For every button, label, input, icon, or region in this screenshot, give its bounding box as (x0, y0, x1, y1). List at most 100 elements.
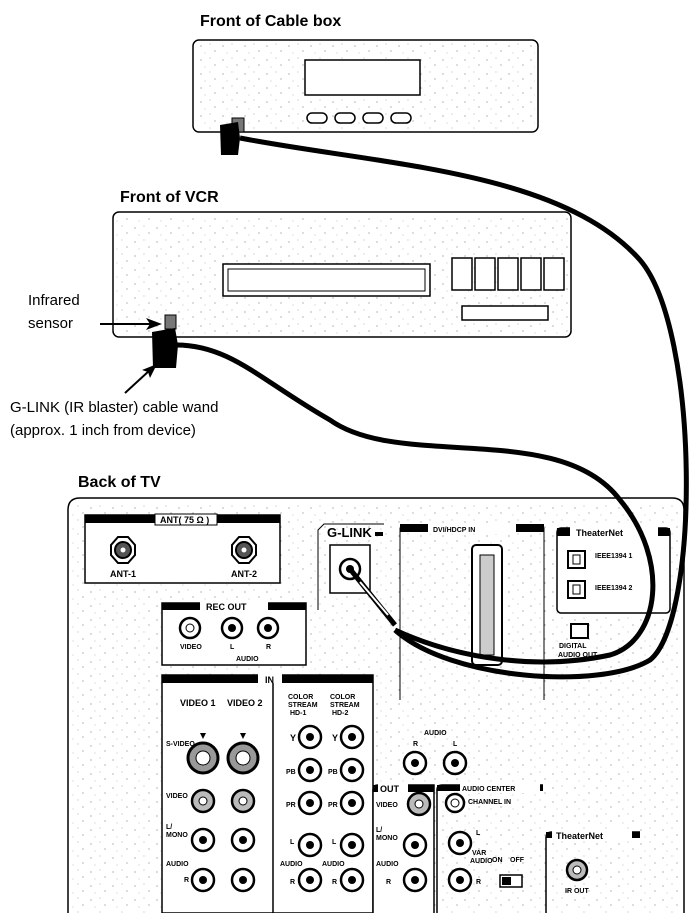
out-l-label: L/ (376, 827, 382, 834)
glink-cables (175, 135, 689, 680)
in-r-label: R (184, 877, 189, 884)
cs2-label: STREAM (330, 702, 360, 709)
cable-box-button (390, 112, 412, 124)
ant-header: ANT( 75 Ω ) (160, 515, 209, 525)
dvi-audio-label: AUDIO (424, 730, 447, 737)
rec-l-label: L (230, 644, 235, 651)
rec-out-label: REC OUT (206, 602, 247, 612)
theaternet-top-label: TheaterNet (576, 528, 623, 538)
digital-audio-out-label-1: DIGITAL (559, 643, 587, 650)
mono-label: MONO (166, 832, 188, 839)
pr-label: PR (286, 802, 296, 809)
vcr-wand (152, 328, 178, 368)
tv-back-panel: ANT( 75 Ω ) ANT-1 ANT-2 G-LINK (67, 497, 685, 913)
wand-label-1: G-LINK (IR blaster) cable wand (10, 399, 218, 416)
audio-center-group: AUDIO CENTER CHANNEL IN L VAR AUDIO R ON… (436, 783, 543, 913)
dvi-group: DVI/HDCP IN (399, 523, 545, 700)
in-group: IN VIDEO 1 VIDEO 2 COLOR STREAM HD-1 COL… (161, 673, 374, 913)
out-audio-label: AUDIO (376, 861, 399, 868)
cable-box-button (306, 112, 328, 124)
arrow-head (146, 318, 162, 330)
ir-out-label: IR OUT (565, 888, 589, 895)
dvi-label: DVI/HDCP IN (433, 527, 475, 534)
y-label: Y (290, 733, 296, 743)
video-in-label: VIDEO (166, 793, 188, 800)
ant1-connector (110, 536, 136, 564)
out-label: OUT (380, 784, 400, 794)
ieee2-label: IEEE1394 2 (595, 585, 632, 592)
cs-l-label: L (290, 839, 295, 846)
cable-box-button (334, 112, 356, 124)
video1-label: VIDEO 1 (180, 698, 216, 708)
svideo-label: S-VIDEO (166, 741, 195, 748)
tv-title: Back of TV (78, 474, 161, 491)
dvi-audio-group: AUDIO R L (402, 730, 468, 776)
vcr-button (451, 257, 473, 291)
var-r-label: R (476, 879, 481, 886)
var-l-label: L (476, 830, 481, 837)
out-mono-label: MONO (376, 835, 398, 842)
cs-r-label: R (290, 879, 295, 886)
digital-audio-out-port (570, 623, 589, 639)
cs1-label: STREAM (288, 702, 318, 709)
glink-label: G-LINK (327, 525, 372, 540)
infrared-sensor-label-1: Infrared (28, 292, 80, 309)
digital-audio-out-label-2: AUDIO OUT (558, 652, 598, 659)
vcr-button (520, 257, 542, 291)
switch-on-label: ON (492, 857, 503, 864)
rec-video-label: VIDEO (180, 644, 202, 651)
out-r-label: R (386, 879, 391, 886)
cable-box-button (362, 112, 384, 124)
theaternet-bottom-group: TheaterNet IR OUT (545, 829, 640, 913)
antenna-group: ANT( 75 Ω ) ANT-1 ANT-2 (84, 513, 281, 584)
infrared-sensor-label-2: sensor (28, 315, 73, 332)
vcr-ir-sensor (164, 314, 177, 330)
rec-out-group: REC OUT VIDEO L R AUDIO (161, 600, 307, 666)
ant1-label: ANT-1 (110, 569, 136, 579)
cs-l-label: L (332, 839, 337, 846)
switch-off-label: OFF (510, 857, 525, 864)
cs1-label: HD-1 (290, 710, 306, 717)
var-label-1: VAR (472, 850, 486, 857)
cs-audio-label: AUDIO (280, 861, 303, 868)
audio-center-label-1: AUDIO CENTER (462, 786, 515, 793)
vcr-button (497, 257, 519, 291)
cable-box-title: Front of Cable box (200, 13, 341, 30)
cable-box (192, 39, 539, 133)
arrow-line (124, 369, 151, 394)
cs-audio-label: AUDIO (322, 861, 345, 868)
y-label: Y (332, 733, 338, 743)
out-group: OUT VIDEO L/ MONO AUDIO R (372, 782, 435, 913)
theaternet-top-group: TheaterNet IEEE1394 1 IEEE1394 2 (556, 526, 671, 614)
ant2-connector (231, 536, 257, 564)
vcr-display (461, 305, 549, 321)
ant2-label: ANT-2 (231, 569, 257, 579)
wand-label-2: (approx. 1 inch from device) (10, 422, 196, 439)
var-label-2: AUDIO (470, 858, 493, 865)
pr-label: PR (328, 802, 338, 809)
in-label: IN (265, 675, 274, 685)
rec-r-label: R (266, 644, 271, 651)
in-audio-label: AUDIO (166, 861, 189, 868)
cs2-label: HD-2 (332, 710, 348, 717)
vcr-button (474, 257, 496, 291)
l-mono-label: L/ (166, 824, 172, 831)
pb-label: PB (286, 769, 296, 776)
out-video-label: VIDEO (376, 802, 398, 809)
cs-r-label: R (332, 879, 337, 886)
audio-center-label-2: CHANNEL IN (468, 799, 511, 806)
ieee1-label: IEEE1394 1 (595, 553, 632, 560)
arrow-head (142, 364, 157, 378)
vcr-title: Front of VCR (120, 189, 219, 206)
dvi-audio-r-label: R (413, 741, 418, 748)
cs2-label: COLOR (330, 694, 355, 701)
cable-box-display (304, 59, 421, 96)
pb-label: PB (328, 769, 338, 776)
dvi-audio-l-label: L (453, 741, 458, 748)
theaternet-bottom-label: TheaterNet (556, 831, 603, 841)
cable-box-wand (220, 122, 240, 155)
rec-audio-label: AUDIO (236, 656, 259, 663)
vcr (112, 211, 572, 338)
